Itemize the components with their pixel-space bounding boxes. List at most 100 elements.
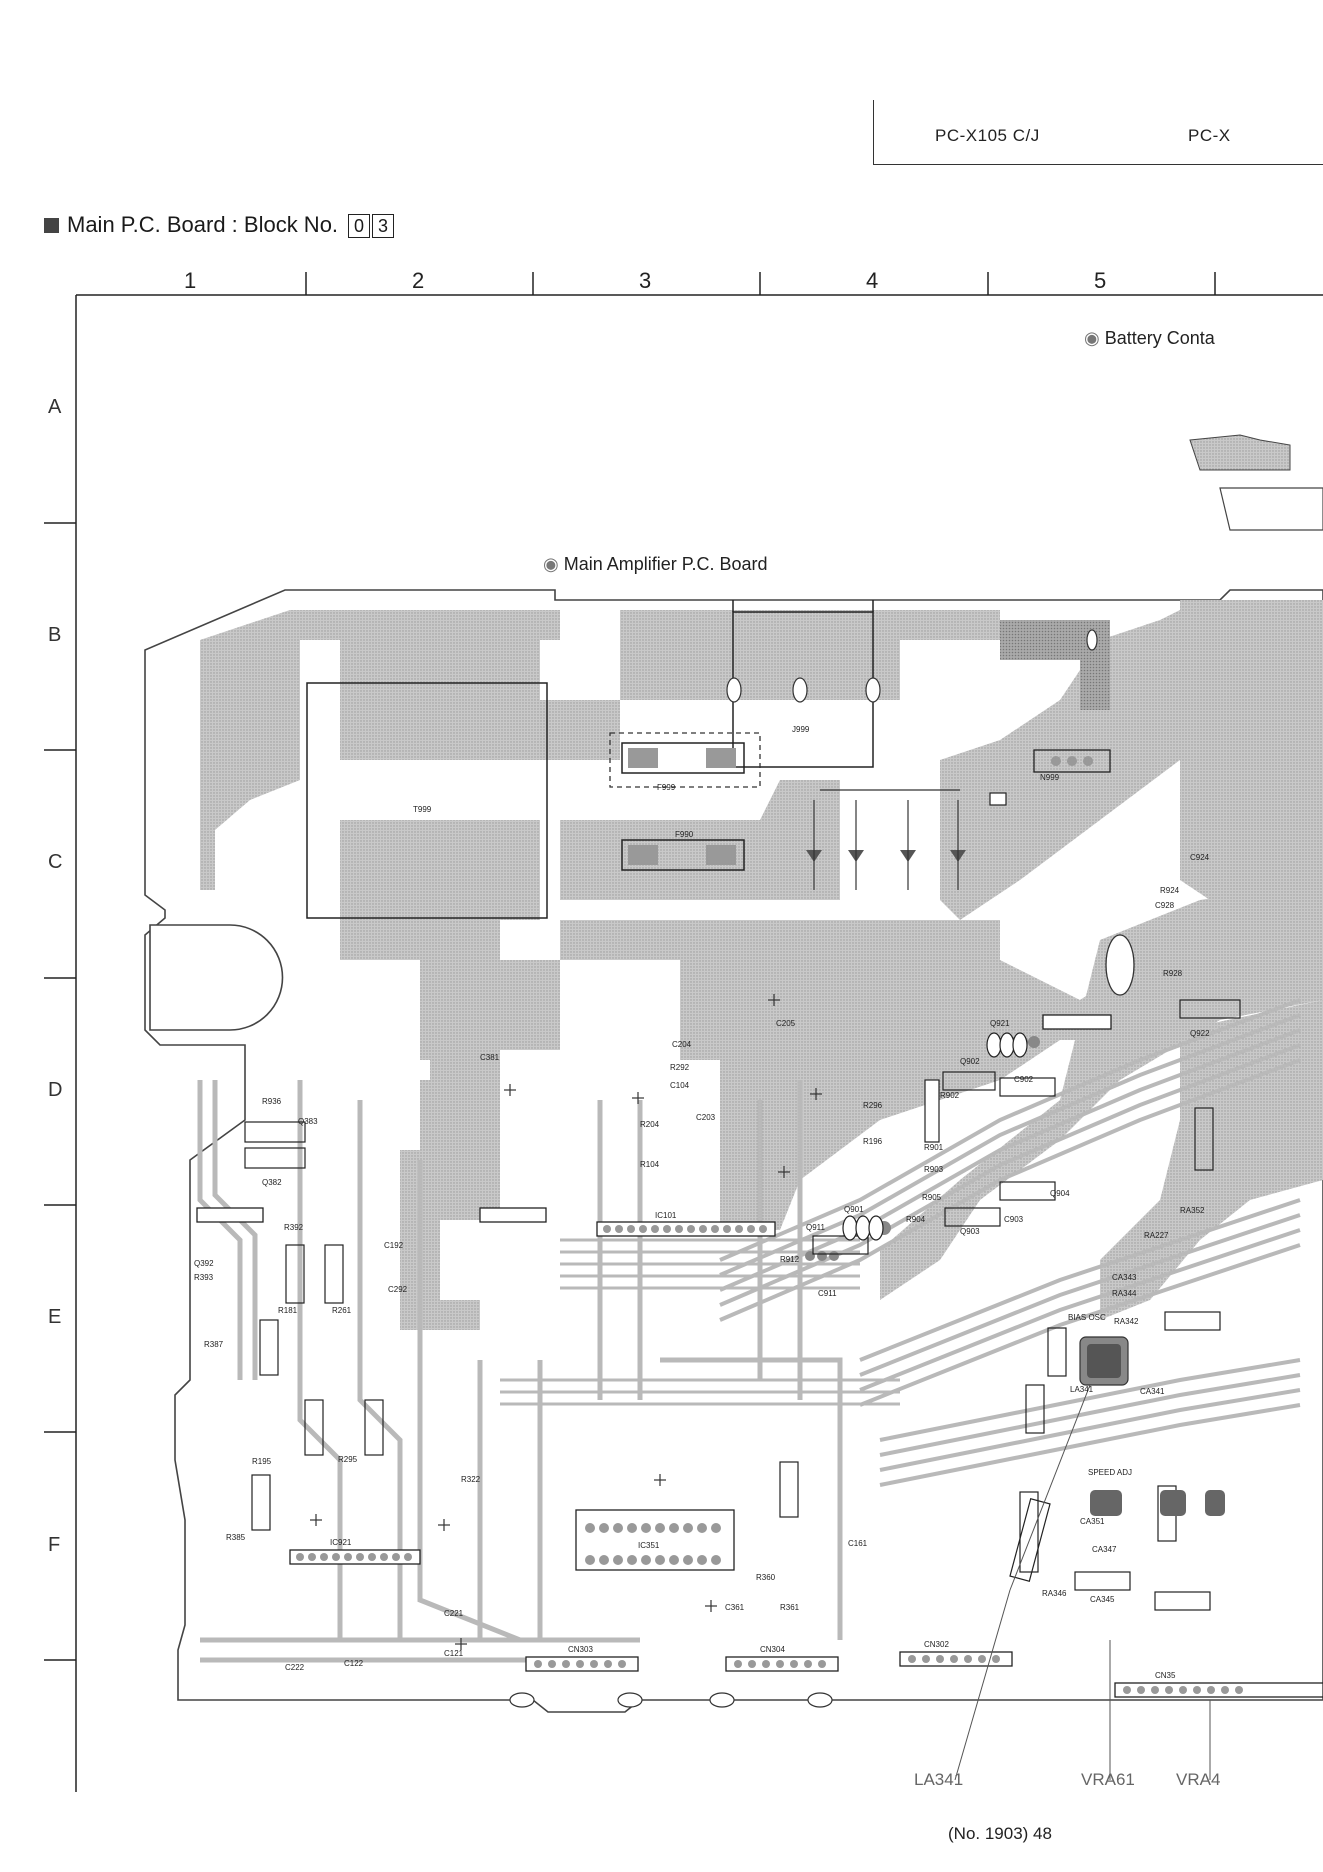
grid-column-label: 2 (412, 268, 425, 293)
label-r901: R901 (924, 1143, 944, 1152)
label-c221: C221 (444, 1609, 464, 1618)
label-r360: R360 (756, 1573, 776, 1582)
label-ca345: CA345 (1090, 1595, 1115, 1604)
label-c292: C292 (388, 1285, 408, 1294)
title-text: Main P.C. Board : Block No. (67, 212, 339, 237)
label-q383: Q383 (298, 1117, 318, 1126)
label-r924: R924 (1160, 886, 1180, 895)
label-ra352: RA352 (1180, 1206, 1205, 1215)
label-c205: C205 (776, 1019, 796, 1028)
label-f990: F990 (675, 830, 694, 839)
label-r902: R902 (940, 1091, 960, 1100)
label-c911: C911 (818, 1289, 837, 1298)
label-q903: Q903 (960, 1227, 980, 1236)
grid-row-label: A (48, 396, 62, 418)
label-ca351: CA351 (1080, 1517, 1105, 1526)
label-bias-osc: BIAS OSC (1068, 1313, 1106, 1322)
label-cn35: CN35 (1155, 1671, 1176, 1680)
label-c903: C903 (1004, 1215, 1024, 1224)
label-q392: Q392 (194, 1259, 214, 1268)
model-number-secondary: PC-X (1188, 126, 1231, 145)
grid-column-label: 5 (1094, 268, 1107, 293)
label-q921: Q921 (990, 1019, 1010, 1028)
label-q382: Q382 (262, 1178, 282, 1187)
page-number: (No. 1903) 48 (948, 1824, 1052, 1843)
label-c203: C203 (696, 1113, 716, 1122)
label-r196: R196 (863, 1137, 883, 1146)
label-r204: R204 (640, 1120, 660, 1129)
bottom-label-vra4: VRA4 (1176, 1770, 1221, 1789)
label-r387: R387 (204, 1340, 224, 1349)
label-ca343: CA343 (1112, 1273, 1137, 1282)
label-r903: R903 (924, 1165, 944, 1174)
label-c902: C902 (1014, 1075, 1034, 1084)
label-r295: R295 (338, 1455, 358, 1464)
label-cn303: CN303 (568, 1645, 593, 1654)
bullet-square-icon (44, 217, 59, 233)
label-r296: R296 (863, 1101, 883, 1110)
label-r904: R904 (906, 1215, 926, 1224)
label-r361: R361 (780, 1603, 800, 1612)
label-c381: C381 (480, 1053, 500, 1062)
label-q902: Q902 (960, 1057, 980, 1066)
label-f999: F999 (657, 783, 676, 792)
label-r292: R292 (670, 1063, 690, 1072)
label-la341-small: LA341 (1070, 1385, 1094, 1394)
label-r392: R392 (284, 1223, 304, 1232)
grid-row-label: D (48, 1079, 63, 1101)
label-cn304: CN304 (760, 1645, 785, 1654)
label-r261: R261 (332, 1306, 352, 1315)
label-c204: C204 (672, 1040, 692, 1049)
label-q922: Q922 (1190, 1029, 1210, 1038)
label-r104: R104 (640, 1160, 660, 1169)
label-cn302: CN302 (924, 1640, 949, 1649)
header-box (873, 100, 1323, 165)
label-ic351: IC351 (638, 1541, 660, 1550)
label-ic101: IC101 (655, 1211, 677, 1220)
label-ic921: IC921 (330, 1538, 352, 1547)
block-digit-box: 0 (348, 214, 371, 238)
grid-column-label: 1 (184, 268, 197, 293)
bottom-label-la341: LA341 (914, 1770, 964, 1789)
label-c192: C192 (384, 1241, 404, 1250)
grid-row-label: F (48, 1534, 61, 1556)
label-r905: R905 (922, 1193, 942, 1202)
model-number: PC-X105 C/J (935, 126, 1040, 145)
callout-amplifier: ◉ Main Amplifier P.C. Board (543, 554, 768, 574)
label-ca341: CA341 (1140, 1387, 1165, 1396)
label-c222: C222 (285, 1663, 305, 1672)
label-j999: J999 (792, 725, 810, 734)
label-ra344: RA344 (1112, 1289, 1137, 1298)
bottom-label-vra61: VRA61 (1081, 1770, 1135, 1789)
label-r912: R912 (780, 1255, 800, 1264)
callout-battery: ◉ Battery Conta (1084, 328, 1215, 348)
grid-column-label: 4 (866, 268, 879, 293)
label-t999: T999 (413, 805, 432, 814)
label-r385: R385 (226, 1533, 246, 1542)
label-r928: R928 (1163, 969, 1183, 978)
grid-row-label: B (48, 624, 62, 646)
grid-row-label: E (48, 1306, 62, 1328)
label-ra342: RA342 (1114, 1317, 1139, 1326)
label-c161: C161 (848, 1539, 868, 1548)
label-c122: C122 (344, 1659, 364, 1668)
label-c928: C928 (1155, 901, 1175, 910)
label-ra346: RA346 (1042, 1589, 1067, 1598)
label-q904: Q904 (1050, 1189, 1070, 1198)
label-c121: C121 (444, 1649, 464, 1658)
label-n999: N999 (1040, 773, 1060, 782)
label-q911: Q911 (806, 1223, 826, 1232)
label-r393: R393 (194, 1273, 214, 1282)
block-digit-box: 3 (372, 214, 395, 238)
grid-row-label: C (48, 851, 63, 873)
label-c104: C104 (670, 1081, 690, 1090)
grid-column-label: 3 (639, 268, 652, 293)
label-ra227: RA227 (1144, 1231, 1169, 1240)
label-r195: R195 (252, 1457, 272, 1466)
label-r322: R322 (461, 1475, 481, 1484)
label-speed-adj: SPEED ADJ (1088, 1468, 1132, 1477)
label-r936: R936 (262, 1097, 282, 1106)
